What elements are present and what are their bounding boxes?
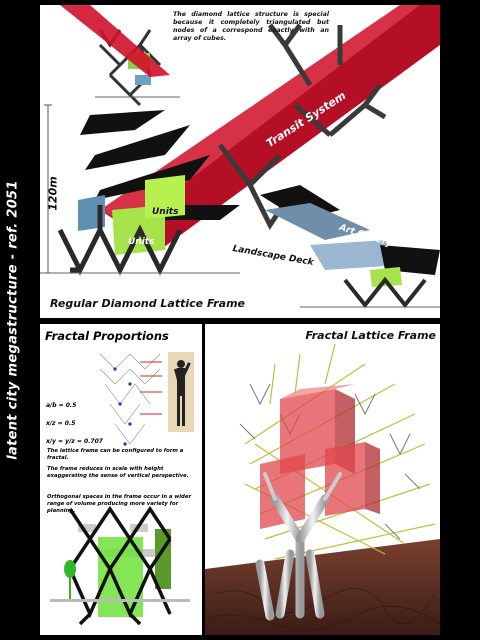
modulor-figure	[174, 360, 191, 426]
ground-plane	[205, 539, 440, 635]
diamond-lattice-panel: The diamond lattice structure is special…	[40, 5, 440, 318]
proportion-nodes	[113, 367, 132, 446]
fractal-paragraph-1: The lattice frame can be configured to f…	[47, 448, 184, 461]
art-gallery-cluster	[260, 185, 440, 309]
proportion-lattice	[99, 353, 161, 445]
fractal-diagram	[50, 352, 194, 626]
lattice-legs	[255, 494, 330, 621]
lattice-note: The diamond lattice structure is special…	[173, 11, 329, 42]
proportion-red-lines	[140, 361, 162, 415]
small-red-tube	[60, 5, 170, 77]
fractal-paragraph-3: Orthogonal spaces in the frame occur in …	[47, 494, 192, 514]
equation-xyz: x/y = y/z = 0.707	[46, 438, 103, 445]
fractal-paragraph-2: The frame reduces in scale with height e…	[47, 466, 189, 479]
small-blue-unit	[135, 75, 151, 85]
fractal-proportions-panel: Fractal Proportions	[40, 324, 202, 635]
height-label: 120m	[46, 176, 60, 211]
side-title-text: latent city megastructure - ref. 2051	[5, 180, 21, 460]
fractal-lattice-model	[50, 505, 190, 626]
fractal-proportions-title: Fractal Proportions	[45, 329, 169, 343]
equation-xz: x/z = 0.5	[46, 420, 76, 427]
lattice-legs	[57, 205, 183, 276]
diamond-lattice-illustration	[40, 5, 440, 309]
fractal-lattice-title: Fractal Lattice Frame	[305, 329, 436, 342]
fractal-lattice-illustration	[205, 343, 440, 635]
side-title: latent city megastructure - ref. 2051	[2, 0, 24, 640]
red-cubes	[260, 384, 380, 529]
green-unit-upper	[145, 175, 185, 219]
fractal-lattice-panel: Fractal Lattice Frame	[205, 324, 440, 635]
trident-branches	[218, 23, 387, 230]
units-label-lower: Units	[128, 237, 155, 247]
panel-caption: Regular Diamond Lattice Frame	[50, 297, 246, 310]
units-label-upper: Units	[152, 207, 179, 217]
equation-ab: a/b = 0.5	[46, 402, 77, 409]
